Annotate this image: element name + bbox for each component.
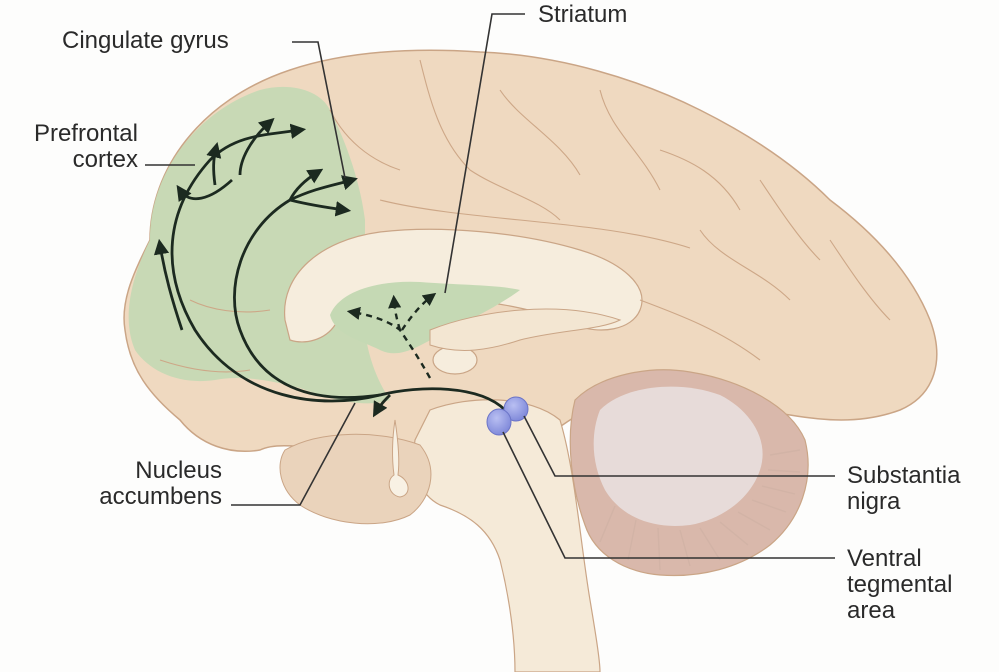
label-substantia-nigra: Substantia nigra bbox=[847, 463, 960, 515]
label-nucleus-line2: accumbens bbox=[99, 483, 222, 510]
label-nucleus-accumbens: Nucleus accumbens bbox=[40, 458, 222, 510]
arbor-vitae bbox=[593, 386, 763, 526]
striatum-region bbox=[330, 281, 520, 354]
leader-substantia-nigra bbox=[523, 415, 835, 477]
leader-vta bbox=[502, 431, 835, 559]
brainstem bbox=[413, 399, 601, 672]
label-nucleus-line1: Nucleus bbox=[135, 457, 222, 484]
pons bbox=[279, 433, 432, 525]
label-vta-line3: area bbox=[847, 597, 896, 624]
label-vta-line2: tegmental bbox=[847, 571, 953, 598]
pituitary bbox=[388, 419, 409, 498]
label-striatum: Striatum bbox=[538, 1, 628, 28]
label-prefrontal-cortex: Prefrontal cortex bbox=[0, 121, 138, 173]
leader-nucleus-accumbens bbox=[231, 402, 356, 506]
nigrostriatal-pathway bbox=[346, 292, 437, 379]
vta-node bbox=[486, 408, 512, 436]
label-substantia-line2: nigra bbox=[847, 488, 901, 515]
fornix bbox=[429, 308, 622, 351]
label-cingulate-gyrus: Cingulate gyrus bbox=[62, 27, 229, 54]
label-prefrontal-line2: cortex bbox=[72, 146, 138, 173]
label-vta-line1: Ventral bbox=[847, 545, 922, 572]
substantia-nigra-node bbox=[503, 396, 529, 422]
leader-lines bbox=[145, 13, 835, 559]
label-ventral-tegmental-area: Ventral tegmental area bbox=[847, 546, 952, 624]
label-substantia-line1: Substantia bbox=[847, 462, 961, 489]
leader-striatum bbox=[444, 13, 525, 294]
cortical-sulci bbox=[159, 59, 891, 373]
mesocortical-pathway bbox=[153, 117, 506, 418]
leader-cingulate bbox=[292, 41, 346, 179]
cerebellum-folia bbox=[599, 449, 801, 571]
dopamine-nuclei bbox=[486, 396, 529, 436]
label-prefrontal-line1: Prefrontal bbox=[33, 120, 138, 147]
